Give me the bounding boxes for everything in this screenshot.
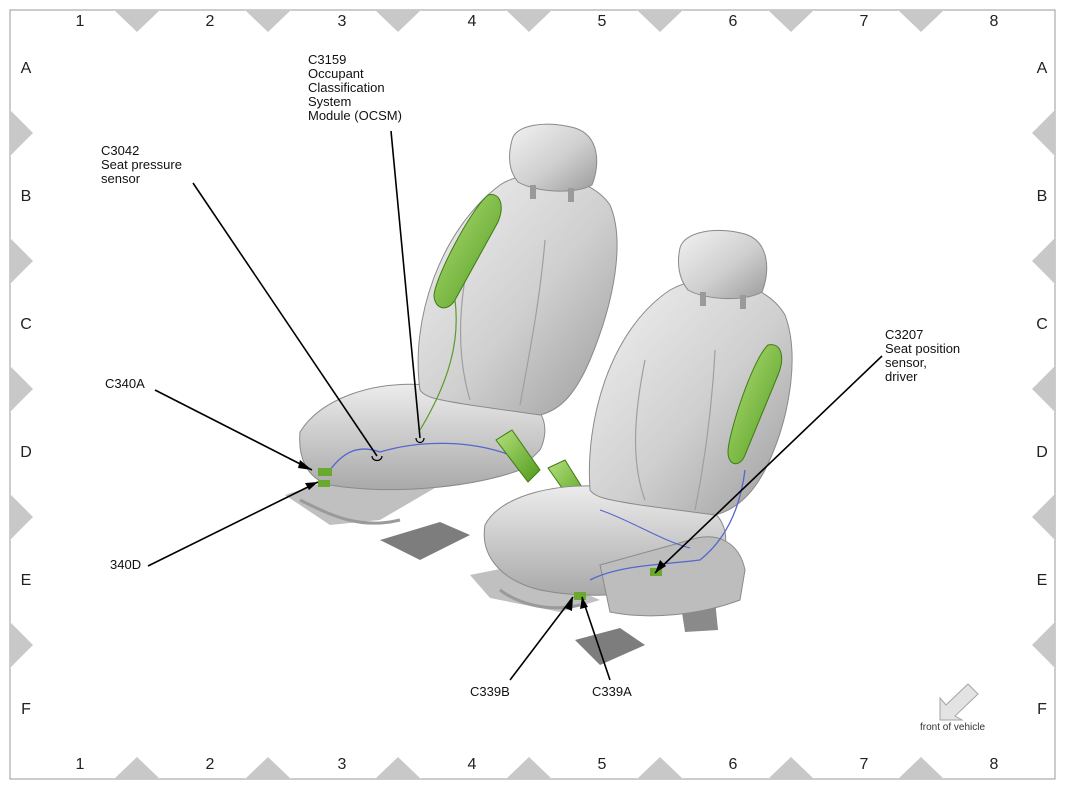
callout-c3042-line: Seat pressure [101,157,182,172]
zone-markers-top [114,10,944,32]
row-label-left: B [20,188,32,205]
callout-340d: 340D [110,558,141,572]
column-label-bottom: 5 [597,756,607,773]
zone-markers-left [10,110,33,668]
column-label-top: 2 [205,13,215,30]
column-label-bottom: 2 [205,756,215,773]
passenger-seat [285,123,618,560]
callout-c3042: C3042 Seat pressure sensor [101,144,182,186]
leader-340d [147,481,319,567]
callout-340d-code: 340D [110,557,142,572]
column-label-top: 3 [337,13,347,30]
callout-c3207-line: Seat position [885,341,961,356]
callout-c3042-line: sensor [101,171,141,186]
driver-seat [470,230,793,665]
callout-c3207-line: sensor, [885,355,927,370]
callout-c3159-line: System [308,94,352,109]
leader-c3042 [192,182,378,457]
leader-c339b [509,596,574,681]
column-label-bottom: 6 [728,756,738,773]
row-label-right: B [1036,188,1048,205]
column-label-bottom: 8 [989,756,999,773]
zone-markers-bottom [114,757,944,779]
callout-c3159: C3159 Occupant Classification System Mod… [308,53,402,123]
column-label-top: 4 [467,13,477,30]
column-label-top: 6 [728,13,738,30]
column-label-top: 7 [859,13,869,30]
callout-c3042-code: C3042 [101,143,140,158]
row-label-right: A [1036,60,1048,77]
column-label-top: 8 [989,13,999,30]
leader-c3159 [390,130,421,439]
callout-c3207-line: driver [885,369,918,384]
callout-c339a-code: C339A [592,684,632,699]
row-label-left: A [20,60,32,77]
row-label-left: C [20,316,32,333]
row-label-right: E [1036,572,1048,589]
arrow-down-left-icon [939,683,979,721]
leader-c340a [154,389,313,471]
column-label-bottom: 4 [467,756,477,773]
leader-arrowheads [298,460,666,611]
callout-c3159-line: Module (OCSM) [308,108,402,123]
callout-c339b: C339B [470,685,510,699]
column-label-bottom: 1 [75,756,85,773]
callout-c3159-line: Classification [308,80,385,95]
row-label-left: D [20,444,32,461]
row-label-left: F [21,701,31,718]
column-label-bottom: 3 [337,756,347,773]
zone-markers-right [1032,110,1055,668]
row-label-right: C [1036,316,1048,333]
leader-lines [147,130,883,681]
row-label-right: D [1036,444,1048,461]
column-label-top: 5 [597,13,607,30]
callout-c339b-code: C339B [470,684,510,699]
callout-c3207: C3207 Seat position sensor, driver [885,328,960,384]
front-of-vehicle-note: front of vehicle [920,722,986,733]
leader-hooks [371,437,425,462]
leader-c3207 [654,355,883,574]
column-label-top: 1 [75,13,85,30]
callout-c3159-code: C3159 [308,52,347,67]
callout-c3159-line: Occupant [308,66,364,81]
column-label-bottom: 7 [859,756,869,773]
row-label-left: E [20,572,32,589]
callout-c339a: C339A [592,685,632,699]
callout-c3207-code: C3207 [885,327,924,342]
row-label-right: F [1037,701,1047,718]
callout-c340a-code: C340A [105,376,145,391]
callout-c340a: C340A [105,377,145,391]
leader-c339a [581,596,611,681]
